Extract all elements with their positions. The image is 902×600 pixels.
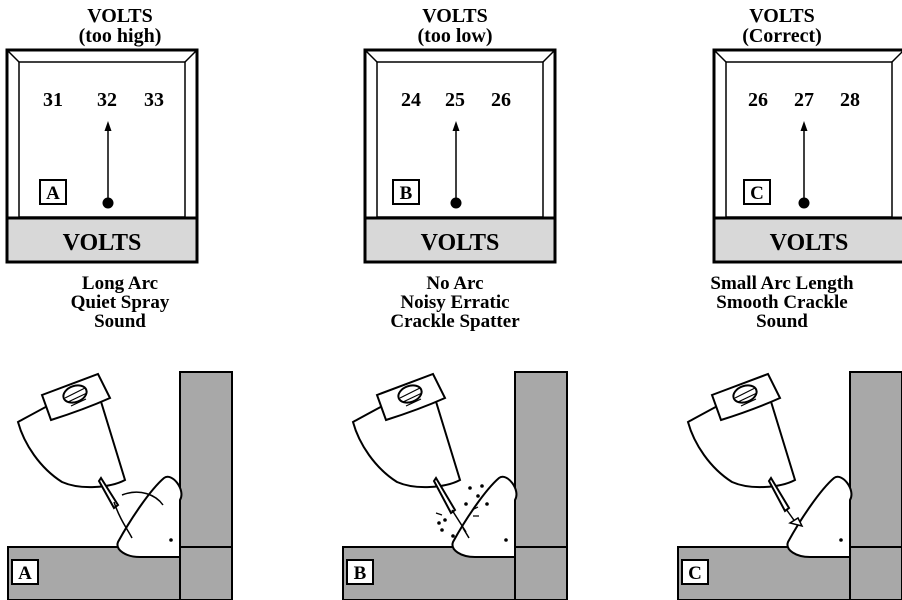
meter-label: VOLTS xyxy=(63,230,142,256)
scale-low: 24 xyxy=(401,89,421,111)
weld-scene-b: B xyxy=(342,371,568,600)
meter-tag-box xyxy=(39,179,67,205)
weld-bead xyxy=(451,475,518,558)
meter-tag: B xyxy=(400,183,413,204)
meter-label: VOLTS xyxy=(770,230,849,256)
description-line-2: Quiet Spray xyxy=(70,292,170,313)
scale-high: 33 xyxy=(144,89,164,111)
weld-bead xyxy=(786,475,853,558)
panel-b: VOLTS (too low) VOLTS 24 25 26 B No Arc … xyxy=(335,0,575,600)
contact-tip xyxy=(97,476,120,510)
meter-tag-box xyxy=(392,179,420,205)
panel-subtitle: (too high) xyxy=(78,25,162,47)
needle-pivot xyxy=(102,197,114,209)
meter-label-band xyxy=(712,216,902,264)
weld-scene-c: C xyxy=(677,371,902,600)
contact-tip xyxy=(432,476,457,515)
needle-pivot xyxy=(450,197,462,209)
scene-tag-box xyxy=(346,559,374,585)
wire-electrode xyxy=(113,501,133,539)
scale-mid: 27 xyxy=(794,89,814,111)
horizontal-plate xyxy=(342,546,568,600)
voltmeter-b: VOLTS 24 25 26 B xyxy=(363,48,557,264)
scene-tag-box xyxy=(681,559,709,585)
description-line-3: Crackle Spatter xyxy=(390,311,520,332)
meter-label-band xyxy=(363,216,557,264)
panel-title: VOLTS xyxy=(422,5,488,27)
scene-tag-box xyxy=(11,559,39,585)
spatter-dots xyxy=(437,484,489,538)
panel-subtitle: (too low) xyxy=(417,25,493,47)
scale-mid: 32 xyxy=(97,89,117,111)
panel-c: VOLTS (Correct) VOLTS 26 27 28 C Small A… xyxy=(662,0,902,600)
scene-tag: B xyxy=(354,563,367,584)
panel-title: VOLTS xyxy=(749,5,815,27)
scale-high: 28 xyxy=(840,89,860,111)
meter-tag: A xyxy=(46,183,60,204)
description-line-3: Sound xyxy=(756,311,808,332)
description-line-1: Long Arc xyxy=(81,273,159,294)
short-arc xyxy=(788,516,804,528)
scene-tag: C xyxy=(688,563,702,584)
description-line-1: No Arc xyxy=(426,273,484,294)
voltmeter-c: VOLTS 26 27 28 C xyxy=(712,48,902,264)
scale-mid: 25 xyxy=(445,89,465,111)
long-arc-trace xyxy=(121,491,164,506)
description-line-1: Small Arc Length xyxy=(710,273,854,294)
panel-title: VOLTS xyxy=(87,5,153,27)
description-line-2: Smooth Crackle xyxy=(716,292,848,313)
description-line-3: Sound xyxy=(94,311,146,332)
weld-scene-a: A xyxy=(7,371,233,600)
scale-low: 31 xyxy=(43,89,63,111)
meter-tag-box xyxy=(743,179,771,205)
description-line-2: Noisy Erratic xyxy=(400,292,510,313)
meter-label-band xyxy=(5,216,199,264)
scene-tag: A xyxy=(18,563,32,584)
needle-pivot xyxy=(798,197,810,209)
meter-label: VOLTS xyxy=(421,230,500,256)
scale-high: 26 xyxy=(491,89,511,111)
panel-subtitle: (Correct) xyxy=(742,25,822,47)
horizontal-plate xyxy=(7,546,233,600)
panel-a: VOLTS (too high) VOLTS 31 32 33 A Long A… xyxy=(0,0,240,600)
horizontal-plate xyxy=(677,546,902,600)
contact-tip xyxy=(767,476,791,513)
scale-low: 26 xyxy=(748,89,768,111)
meter-tag: C xyxy=(750,183,764,204)
weld-bead xyxy=(116,475,183,558)
voltmeter-a: VOLTS 31 32 33 A xyxy=(5,48,199,264)
